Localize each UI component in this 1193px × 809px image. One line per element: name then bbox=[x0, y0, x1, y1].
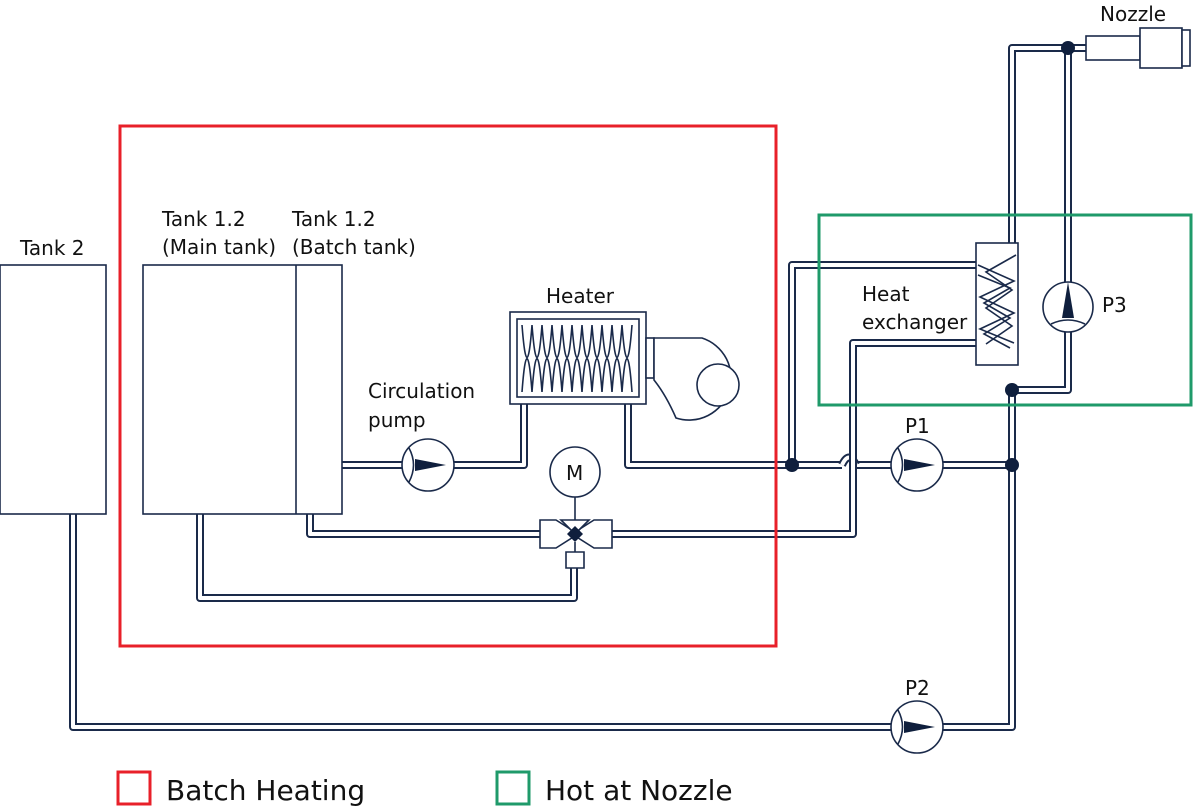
batch-heating-boundary bbox=[118, 124, 778, 648]
label-p3: P3 bbox=[1102, 293, 1127, 317]
label-circulation-pump-line2: pump bbox=[368, 408, 426, 432]
junction-dot bbox=[1061, 41, 1075, 55]
pump-p2 bbox=[890, 700, 944, 754]
pipe-tank2-to-p2 bbox=[69, 514, 891, 731]
legend-swatch-batch-heating bbox=[116, 770, 152, 806]
label-motor: M bbox=[566, 461, 583, 485]
legend-label-batch-heating: Batch Heating bbox=[166, 774, 365, 807]
heater-coil bbox=[521, 324, 633, 359]
label-heater: Heater bbox=[546, 284, 615, 308]
legend: Batch Heating Hot at Nozzle bbox=[116, 770, 733, 807]
nozzle bbox=[1085, 27, 1191, 69]
pipe-pump-to-heater bbox=[454, 400, 528, 469]
junction-dot bbox=[1005, 383, 1019, 397]
legend-label-hot-at-nozzle: Hot at Nozzle bbox=[545, 774, 733, 807]
label-circulation-pump-line1: Circulation bbox=[368, 379, 475, 403]
tank-2 bbox=[0, 264, 107, 515]
label-tank-batch-line2: (Batch tank) bbox=[292, 235, 416, 259]
motor bbox=[549, 446, 601, 522]
label-tank-batch-line1: Tank 1.2 bbox=[291, 207, 376, 231]
label-p2: P2 bbox=[905, 676, 930, 700]
pipe-p3-loop bbox=[1012, 48, 1072, 394]
label-tank-main-line2: (Main tank) bbox=[162, 235, 276, 259]
pipe-main-to-valve bbox=[196, 514, 578, 602]
hot-at-nozzle-boundary bbox=[817, 213, 1193, 407]
label-nozzle: Nozzle bbox=[1100, 2, 1166, 26]
label-tank-main-line1: Tank 1.2 bbox=[161, 207, 246, 231]
label-heat-exchanger-line2: exchanger bbox=[862, 310, 968, 334]
circulation-pump bbox=[401, 438, 455, 492]
three-way-valve bbox=[539, 519, 613, 569]
heat-exchanger bbox=[975, 242, 1019, 366]
junction-dot bbox=[785, 458, 799, 472]
pipes bbox=[69, 44, 1086, 731]
heater bbox=[509, 311, 740, 421]
label-p1: P1 bbox=[905, 414, 930, 438]
pump-p3 bbox=[1042, 281, 1094, 333]
pipe-batch-to-valve bbox=[306, 514, 540, 538]
label-heat-exchanger-line1: Heat bbox=[862, 282, 910, 306]
label-tank-2: Tank 2 bbox=[19, 236, 85, 260]
tank-main bbox=[142, 264, 343, 515]
legend-swatch-hot-at-nozzle bbox=[495, 770, 531, 806]
junction-dot bbox=[1005, 458, 1019, 472]
pump-p1 bbox=[890, 438, 944, 492]
pipe-p2-riser bbox=[943, 393, 1016, 731]
